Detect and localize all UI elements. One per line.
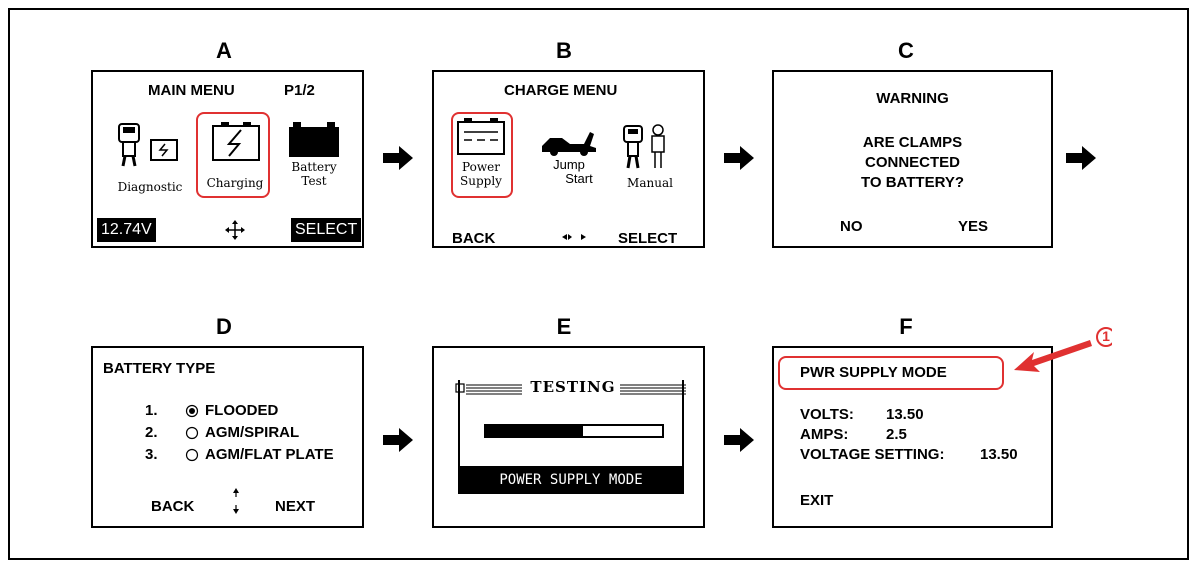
highlight-mode-title [778,356,1004,390]
icon-label-test: Test [301,174,327,188]
back-softkey: BACK [452,230,496,247]
manual-operator-icon [623,124,665,169]
page-indicator: P1/2 [284,82,315,99]
warning-line-2: CONNECTED [864,154,960,171]
screen-charge-menu: CHARGE MENU Power Supply Jump Start Manu… [432,70,705,248]
screen-main-menu: MAIN MENU P1/2 Diagnostic Charging Batte… [91,70,364,248]
radio-unselected-icon [185,426,199,440]
screen-testing: TESTING POWER SUPPLY MODE [432,346,705,528]
icon-label-start: Start [565,171,593,186]
option-agm-spiral: AGM/SPIRAL [205,424,300,441]
exit-softkey: EXIT [800,492,834,509]
icon-label-jump: Jump [553,157,585,172]
radio-selected-icon [185,404,199,418]
testing-frame-left [458,380,460,468]
testing-title: TESTING [530,378,616,396]
testing-frame-right [682,380,684,468]
arrow-right-icon [724,146,754,170]
panel-label-c: C [898,38,914,63]
charging-battery-icon [212,122,260,161]
option-number-2: 2. [145,424,158,441]
screen-power-supply-mode: PWR SUPPLY MODE VOLTS: 13.50 AMPS: 2.5 V… [772,346,1053,528]
callout-number: 1 [1102,328,1110,344]
option-number-1: 1. [145,402,158,419]
arrow-right-icon [383,146,413,170]
icon-label-charging: Charging [206,176,264,190]
four-way-nav-icon [225,220,245,240]
screen-title: MAIN MENU [148,82,235,99]
car-hood-open-icon [542,132,596,156]
progress-bar [484,424,664,438]
arrow-right-icon [383,428,413,452]
panel-label-e: E [556,314,572,339]
mode-title: PWR SUPPLY MODE [800,364,947,381]
status-footer: POWER SUPPLY MODE [458,466,684,494]
icon-label-power: Power [462,160,500,174]
amps-label: AMPS: [800,426,849,443]
screen-title: CHARGE MENU [504,82,618,99]
up-down-nav-icon [233,488,239,514]
panel-label-b: B [556,38,572,63]
panel-label-d: D [216,314,232,339]
icon-label-supply: Supply [460,174,502,188]
volts-label: VOLTS: [800,406,854,423]
diagnostic-tool-icon [118,123,178,167]
icon-label-manual: Manual [627,176,673,190]
voltage-readout: 12.74V [97,218,156,242]
callout-arrow-icon [1014,327,1112,372]
arrow-right-icon [1066,146,1096,170]
select-softkey: SELECT [618,230,678,247]
option-flooded: FLOODED [205,402,279,419]
next-softkey: NEXT [275,498,316,515]
screen-title: BATTERY TYPE [103,360,216,377]
warning-line-3: TO BATTERY? [860,174,965,191]
highlight-power-supply [451,112,513,198]
warning-line-1: ARE CLAMPS [862,134,963,151]
diagram-frame [8,8,1189,560]
voltage-setting-value: 13.50 [980,446,1018,463]
battery-icon [289,122,339,157]
icon-label-diagnostic: Diagnostic [117,180,183,194]
left-right-nav-icon [562,234,586,240]
radio-unselected-icon [185,448,199,462]
screen-battery-type: BATTERY TYPE 1. FLOODED 2. AGM/SPIRAL 3.… [91,346,364,528]
option-agm-flat-plate: AGM/FLAT PLATE [205,446,334,463]
arrow-right-icon [724,428,754,452]
amps-value: 2.5 [886,426,907,443]
volts-value: 13.50 [886,406,924,423]
option-number-3: 3. [145,446,158,463]
no-softkey: NO [840,218,863,235]
panel-label-f: F [899,314,913,339]
screen-warning: WARNING ARE CLAMPS CONNECTED TO BATTERY?… [772,70,1053,248]
testing-title-bar [455,383,686,395]
progress-fill [486,426,583,436]
icon-label-battery: Battery [291,160,337,174]
yes-softkey: YES [958,218,989,235]
highlight-charging [196,112,270,198]
panel-label-a: A [216,38,232,63]
back-softkey: BACK [151,498,195,515]
voltage-setting-label: VOLTAGE SETTING: [800,446,945,463]
power-supply-battery-icon [457,118,505,155]
select-softkey: SELECT [291,218,362,242]
warning-title: WARNING [876,90,949,107]
